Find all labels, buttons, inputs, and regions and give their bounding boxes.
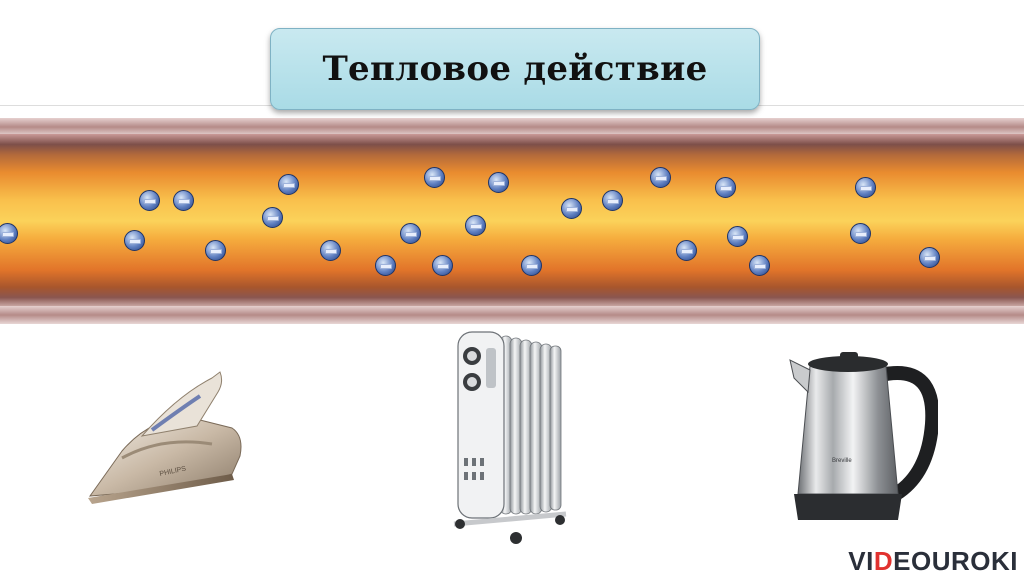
electron-icon: [139, 190, 160, 211]
electron-icon: [521, 255, 542, 276]
electron-icon: [205, 240, 226, 261]
electron-icon: [749, 255, 770, 276]
title-box: Тепловое действие: [270, 28, 760, 110]
electron-icon: [676, 240, 697, 261]
electron-icon: [715, 177, 736, 198]
videouroki-logo: VIDEOUROKI: [758, 540, 1024, 574]
electron-icon: [855, 177, 876, 198]
radiator-image: [450, 328, 570, 546]
electron-icon: [432, 255, 453, 276]
logo-text: VIDEOUROKI: [848, 546, 1018, 577]
electron-icon: [488, 172, 509, 193]
slide-title: Тепловое действие: [322, 49, 707, 89]
conductor: [0, 118, 1024, 324]
electron-icon: [400, 223, 421, 244]
electron-icon: [375, 255, 396, 276]
kettle-image: Breville: [786, 344, 938, 528]
electron-icon: [602, 190, 623, 211]
electron-icon: [650, 167, 671, 188]
electron-icon: [173, 190, 194, 211]
electron-icon: [262, 207, 283, 228]
electron-icon: [850, 223, 871, 244]
electron-icon: [561, 198, 582, 219]
electron-icon: [727, 226, 748, 247]
electron-icon: [424, 167, 445, 188]
iron-image: PHILIPS: [82, 366, 247, 506]
electron-icon: [278, 174, 299, 195]
electron-icon: [919, 247, 940, 268]
electron-icon: [465, 215, 486, 236]
svg-text:Breville: Breville: [832, 458, 852, 464]
electron-icon: [124, 230, 145, 251]
electron-icon: [320, 240, 341, 261]
